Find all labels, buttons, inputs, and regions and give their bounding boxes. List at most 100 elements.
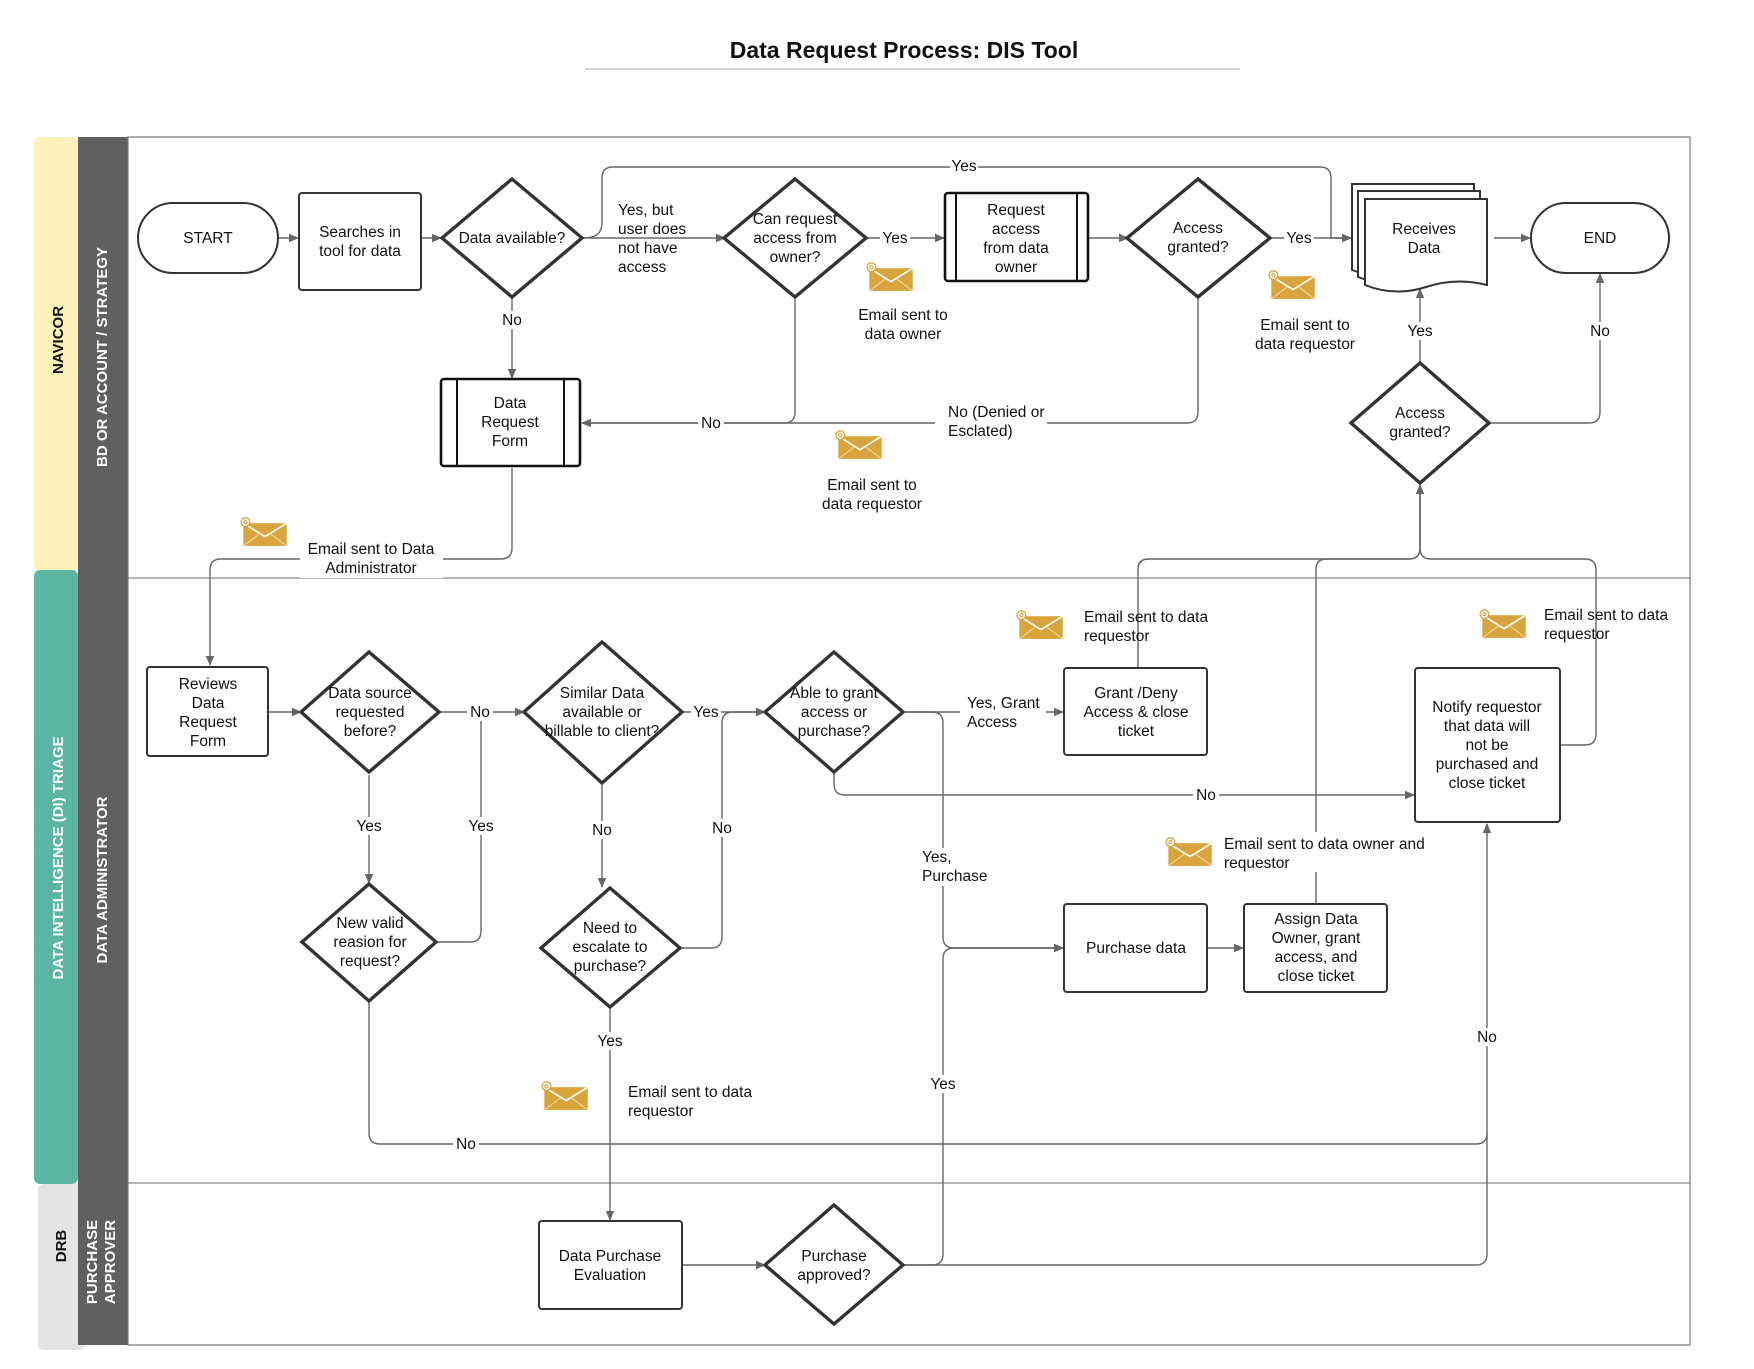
envelope-at-icon — [866, 262, 914, 292]
new-valid-reason-decision[interactable] — [299, 881, 439, 1004]
lane-label-purchase-approver: APPROVER — [102, 1220, 119, 1304]
edge-approved-notify — [903, 823, 1492, 1266]
edge-able-notify — [833, 773, 1415, 800]
edge-label-yes: Yes — [930, 1076, 956, 1093]
access-granted-2-decision[interactable] — [1348, 360, 1492, 486]
edge-label-yes: Yes — [356, 818, 382, 835]
receives-data-document[interactable] — [1351, 183, 1488, 293]
envelope-at-icon — [1165, 837, 1213, 867]
edge-canrequest-form — [581, 298, 796, 428]
grant-deny-step[interactable] — [1063, 667, 1208, 756]
edge-assign-granted2 — [1315, 485, 1421, 905]
data-source-decision[interactable] — [298, 649, 442, 775]
lane-label-drb: DRB — [53, 1230, 70, 1263]
edge-available-receives — [581, 166, 1352, 243]
diagram-title: Data Request Process: DIS Tool — [730, 37, 1079, 63]
edge-label-no: No — [1196, 787, 1216, 804]
edge-label-yes: Yes — [468, 818, 494, 835]
edge-label-yes: Yes — [1286, 230, 1312, 247]
start-terminator[interactable] — [137, 202, 279, 274]
need-escalate-decision[interactable] — [538, 885, 683, 1010]
able-to-grant-decision[interactable] — [762, 649, 906, 775]
can-request-decision[interactable] — [721, 176, 869, 300]
envelope-at-icon — [835, 430, 883, 460]
lane-di-triage — [34, 570, 78, 1184]
edge-label-yes: Yes — [1407, 323, 1433, 340]
edge-reason-similar — [436, 712, 482, 943]
edge-label-no: No — [502, 312, 522, 329]
similar-data-decision[interactable] — [521, 639, 685, 786]
envelope-at-icon — [541, 1081, 589, 1111]
envelope-at-icon — [1016, 610, 1064, 640]
edge-label-no: No — [592, 822, 612, 839]
lane-labels: NAVICOR BD OR ACCOUNT / STRATEGY DATA IN… — [50, 247, 119, 1304]
edge-label-yes: Yes — [597, 1033, 623, 1050]
lane-label-data-admin: DATA ADMINISTRATOR — [94, 796, 111, 963]
assign-owner-step[interactable] — [1243, 903, 1388, 993]
edge-granted-form — [582, 298, 1199, 424]
request-access-subprocess[interactable] — [943, 191, 1090, 283]
edge-label-no: No — [1477, 1029, 1497, 1046]
edge-label-no: No — [701, 415, 721, 432]
start-label: START — [183, 230, 233, 247]
data-request-form-subprocess[interactable] — [439, 377, 582, 468]
purchase-data-step[interactable] — [1063, 903, 1208, 993]
lane-label-bd: BD OR ACCOUNT / STRATEGY — [94, 247, 111, 467]
edge-granted2-end — [1490, 273, 1605, 424]
lanes-frame — [127, 136, 1691, 1346]
edge-reason-notify — [368, 1002, 1488, 1145]
nodes — [137, 176, 1670, 1327]
edge-label-no: No — [1590, 323, 1610, 340]
notify-requestor-step[interactable] — [1414, 667, 1561, 823]
edge-label-yes: Yes — [951, 158, 977, 175]
envelope-at-icon — [240, 517, 288, 547]
reviews-form-step[interactable] — [146, 666, 269, 757]
purchase-data-label: Purchase data — [1086, 940, 1186, 957]
sublane-bar — [78, 137, 128, 1345]
purchase-approved-decision[interactable] — [762, 1202, 906, 1327]
edge-notify-granted2 — [1419, 485, 1597, 746]
searches-step[interactable] — [298, 192, 422, 291]
end-terminator[interactable] — [1530, 202, 1670, 274]
lane-drb — [38, 1184, 86, 1350]
edge-label-yes: Yes — [882, 230, 908, 247]
lane-label-navicor: NAVICOR — [50, 306, 67, 374]
edge-label-no: No — [456, 1136, 476, 1153]
data-available-decision[interactable] — [439, 176, 585, 300]
data-available-label: Data available? — [459, 230, 566, 247]
lane-label-di-triage: DATA INTELLIGENCE (DI) TRIAGE — [50, 736, 67, 979]
end-label: END — [1584, 230, 1617, 247]
edge-label-yes: Yes — [693, 704, 719, 721]
edge-label-no: No — [712, 820, 732, 837]
lane-navicor — [34, 137, 78, 570]
access-granted-decision[interactable] — [1124, 176, 1273, 300]
data-purchase-eval-step[interactable] — [538, 1220, 683, 1310]
envelope-at-icon — [1479, 609, 1527, 639]
envelope-at-icon — [1268, 270, 1316, 300]
